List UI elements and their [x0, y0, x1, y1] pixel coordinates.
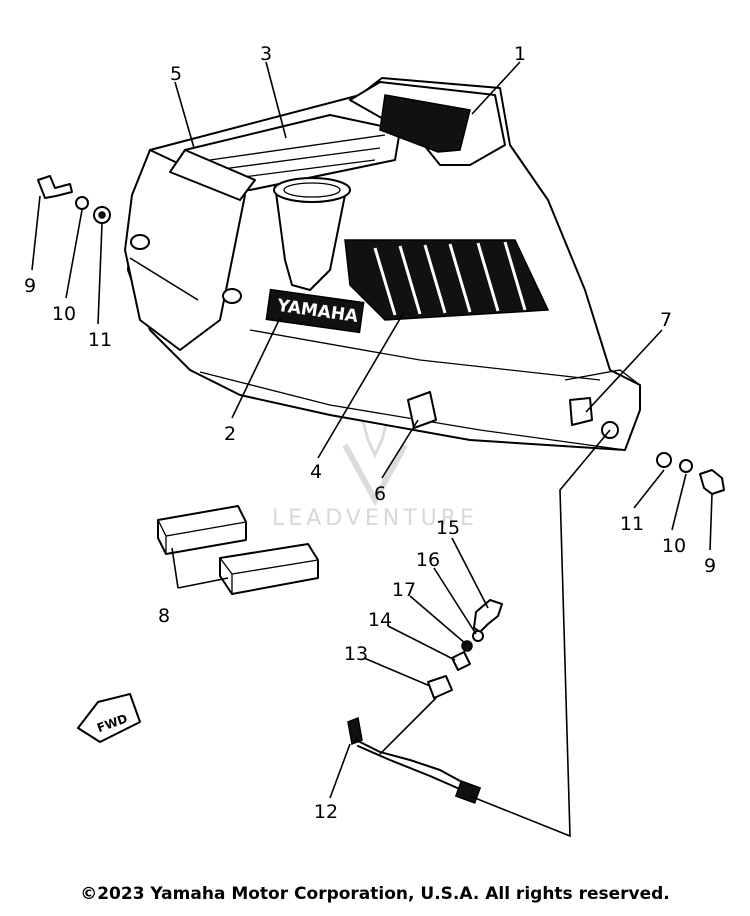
- screw-hole-left: [130, 234, 150, 250]
- copyright-notice: ©2023 Yamaha Motor Corporation, U.S.A. A…: [80, 884, 670, 904]
- callout-13: 13: [344, 643, 368, 665]
- forward-arrow: FWD: [77, 693, 141, 743]
- watermark-text: LEADVENTURE: [272, 506, 478, 531]
- callout-4: 4: [310, 461, 322, 483]
- callout-9-left: 9: [24, 275, 36, 297]
- leader-lines: [31, 61, 713, 838]
- screw-hole-mid: [222, 288, 242, 304]
- wire-harness-12: [347, 716, 482, 804]
- callout-11-right: 11: [620, 513, 644, 535]
- grommet-13: [427, 675, 453, 699]
- bracket-6: [407, 391, 437, 429]
- callout-5: 5: [170, 63, 182, 85]
- callout-10-right: 10: [662, 535, 686, 557]
- washer-10-right: [679, 459, 693, 473]
- callout-17: 17: [392, 579, 416, 601]
- vent-grille: [344, 239, 550, 321]
- screw-9-right: [699, 469, 725, 495]
- yamaha-emblem: [265, 288, 365, 334]
- callout-8: 8: [158, 605, 170, 627]
- callout-2: 2: [224, 423, 236, 445]
- callout-16: 16: [416, 549, 440, 571]
- callout-1: 1: [514, 43, 526, 65]
- pads-8: [157, 505, 319, 595]
- callout-9-right: 9: [704, 555, 716, 577]
- callout-7: 7: [660, 309, 672, 331]
- bolt-15: [473, 599, 503, 633]
- callout-6: 6: [374, 483, 386, 505]
- right-fasteners: [656, 452, 725, 495]
- small-parts: [427, 599, 503, 699]
- callout-3: 3: [260, 43, 272, 65]
- cowling-assembly: YAMAHA: [124, 77, 641, 451]
- spacer-14: [451, 651, 471, 671]
- callout-15: 15: [436, 517, 460, 539]
- washer-11-right: [656, 452, 672, 468]
- pad-lower: [219, 543, 319, 595]
- washer-10-left: [75, 196, 89, 210]
- left-fasteners: [37, 175, 111, 224]
- callout-10-left: 10: [52, 303, 76, 325]
- hood-vent: [379, 94, 471, 153]
- screw-9-left: [37, 175, 73, 199]
- callout-labels: 1 2 3 4 5 6 7 8 9 10 11 11 10 9 12 13 14…: [24, 43, 716, 823]
- watermark: LEADVENTURE: [272, 392, 478, 531]
- callout-12: 12: [314, 801, 338, 823]
- callout-14: 14: [368, 609, 392, 631]
- left-cap: [124, 149, 246, 351]
- callout-11-left: 11: [88, 329, 112, 351]
